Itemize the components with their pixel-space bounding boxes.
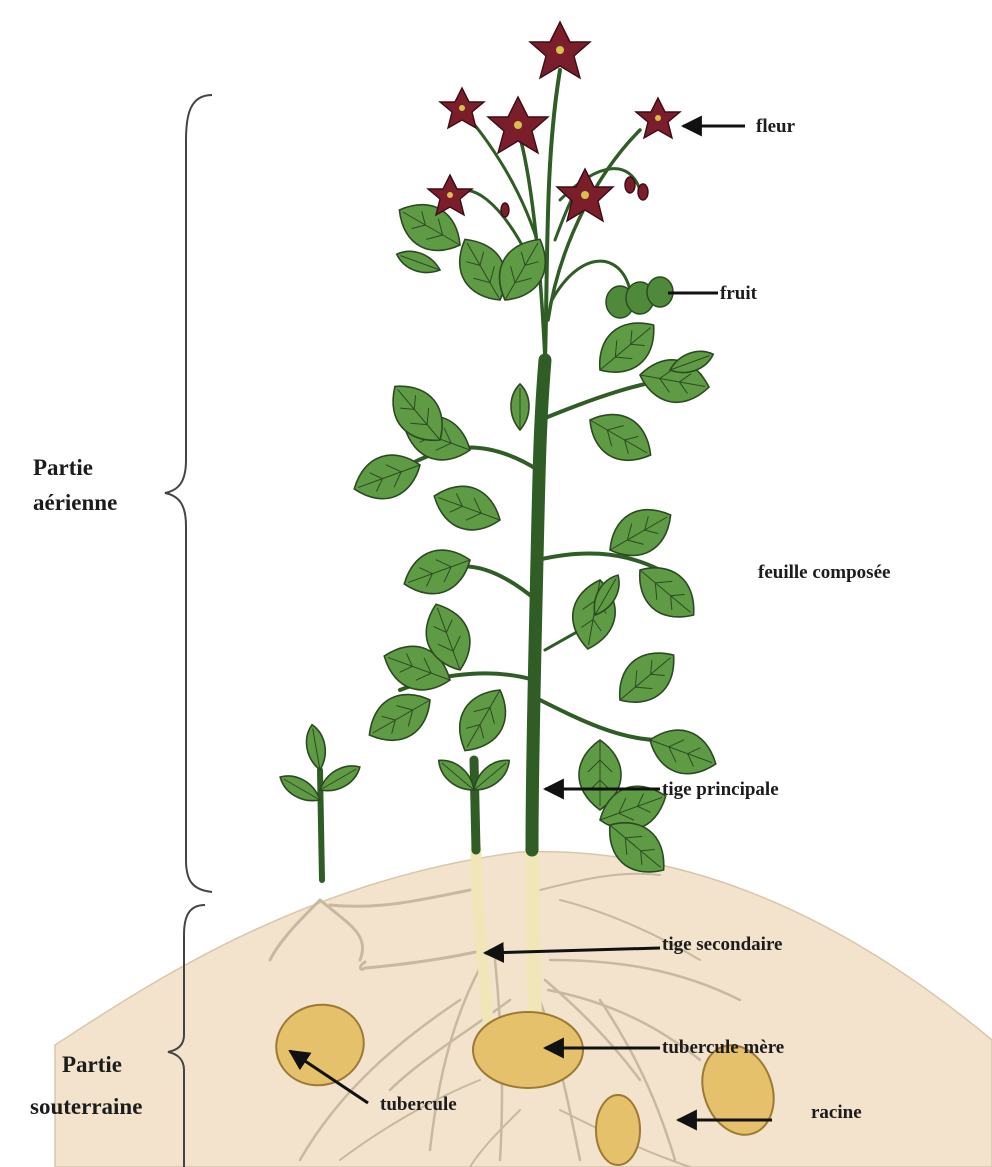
label-partie-aerienne-line2: aérienne: [33, 490, 117, 515]
label-partie-aerienne-line1: Partie: [33, 455, 93, 480]
label-partie-souterraine-line1: Partie: [62, 1052, 122, 1077]
main-stem: [532, 360, 545, 850]
flower-branches: [452, 70, 640, 360]
secondary-stem: [474, 760, 476, 850]
label-tige-principale: tige principale: [662, 779, 779, 800]
brace-aerial: [165, 95, 212, 892]
label-tubercule-mere: tubercule mère: [662, 1037, 784, 1058]
label-partie-souterraine-line2: souterraine: [30, 1094, 142, 1119]
fruits: [606, 277, 673, 318]
underground-stem-main: [532, 850, 535, 1030]
tuber-small: [596, 1095, 640, 1165]
label-tige-secondaire: tige secondaire: [662, 934, 783, 955]
label-fleur: fleur: [756, 116, 796, 137]
label-feuille-composee: feuille composée: [758, 562, 890, 583]
label-racine: racine: [811, 1102, 862, 1123]
label-fruit: fruit: [720, 283, 758, 304]
label-tubercule: tubercule: [380, 1094, 457, 1115]
tuber-mother: [473, 1012, 583, 1088]
